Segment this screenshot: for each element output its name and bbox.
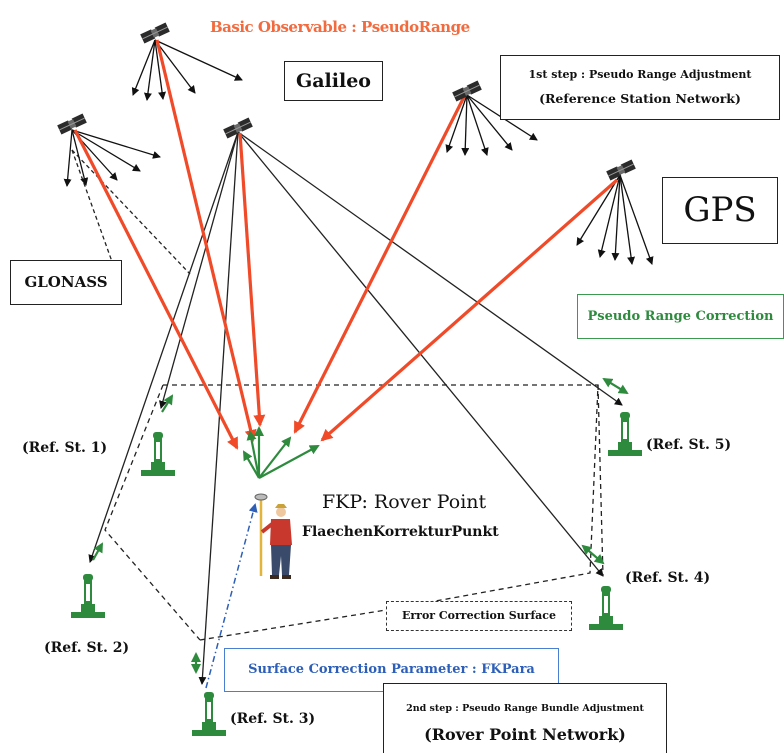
step2-subtitle: (Rover Point Network) [424, 725, 626, 744]
fkp-rover-point-subtitle: FlaechenKorrekturPunkt [302, 524, 499, 540]
range-line-glonass-ref2 [71, 149, 116, 271]
range-line-galileo-ref3 [198, 131, 239, 685]
antenna-tower-icon-ref1 [141, 432, 175, 476]
surveyor-icon [254, 493, 292, 579]
pseudo-range-correction-label: Pseudo Range Correction [577, 294, 784, 339]
green-correction-arrows [92, 377, 629, 674]
range-line-galileo-ref2 [88, 131, 239, 563]
basic-observable-title: Basic Observable : PseudoRange [210, 18, 470, 36]
antenna-tower-icon-ref5 [608, 412, 642, 456]
step2-box: 2nd step : Pseudo Range Bundle Adjustmen… [383, 683, 667, 753]
ref-station-5-label: (Ref. St. 5) [646, 437, 732, 453]
range-line-galileo-ref1 [159, 131, 239, 409]
range-line-galileo-ref5 [237, 131, 623, 406]
antenna-tower-icon-ref2 [71, 574, 105, 618]
red-pseudo-range-arrows [73, 39, 619, 450]
ref-station-3-label: (Ref. St. 3) [230, 711, 316, 727]
antenna-tower-icon-ref4 [589, 586, 623, 630]
ref-station-1-label: (Ref. St. 1) [22, 440, 108, 456]
range-line-glonass-dashed [71, 149, 191, 275]
step1-box: 1st step : Pseudo Range Adjustment (Refe… [500, 55, 780, 120]
satellite-signal-fans [63, 39, 654, 265]
ref-station-4-label: (Ref. St. 4) [625, 570, 711, 586]
fkp-rover-point-title: FKP: Rover Point [322, 491, 487, 513]
surface-correction-link [205, 503, 258, 689]
ref-station-2-label: (Ref. St. 2) [44, 640, 130, 656]
step1-title: 1st step : Pseudo Range Adjustment [528, 68, 752, 81]
antenna-tower-icon-ref3 [192, 692, 226, 736]
step1-subtitle: (Reference Station Network) [539, 91, 741, 106]
gps-label: GPS [662, 177, 778, 244]
error-correction-surface-outline [104, 384, 604, 641]
glonass-label: GLONASS [10, 260, 122, 305]
step2-title: 2nd step : Pseudo Range Bundle Adjustmen… [406, 703, 644, 714]
galileo-label: Galileo [284, 61, 383, 101]
error-correction-surface-label: Error Correction Surface [386, 601, 572, 631]
